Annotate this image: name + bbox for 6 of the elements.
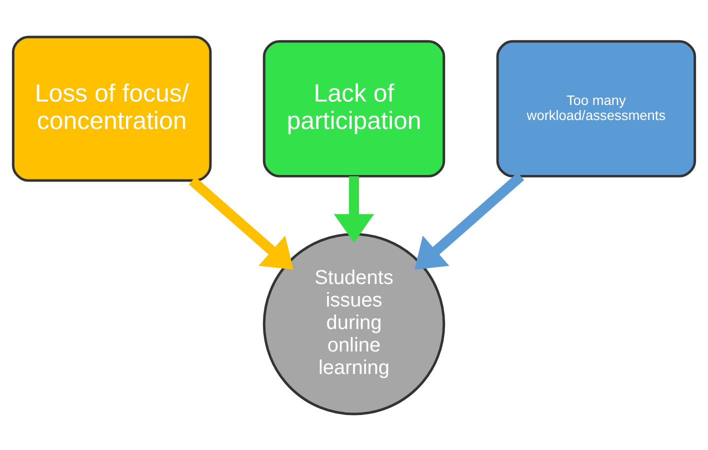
node-circle: Students issues during online learning — [262, 232, 446, 415]
arrow — [188, 176, 294, 270]
node-box: Loss of focus/ concentration — [12, 35, 212, 182]
node-box: Too many workload/assessments — [496, 40, 696, 177]
arrow — [334, 176, 374, 242]
node-box: Lack of participation — [262, 40, 446, 177]
